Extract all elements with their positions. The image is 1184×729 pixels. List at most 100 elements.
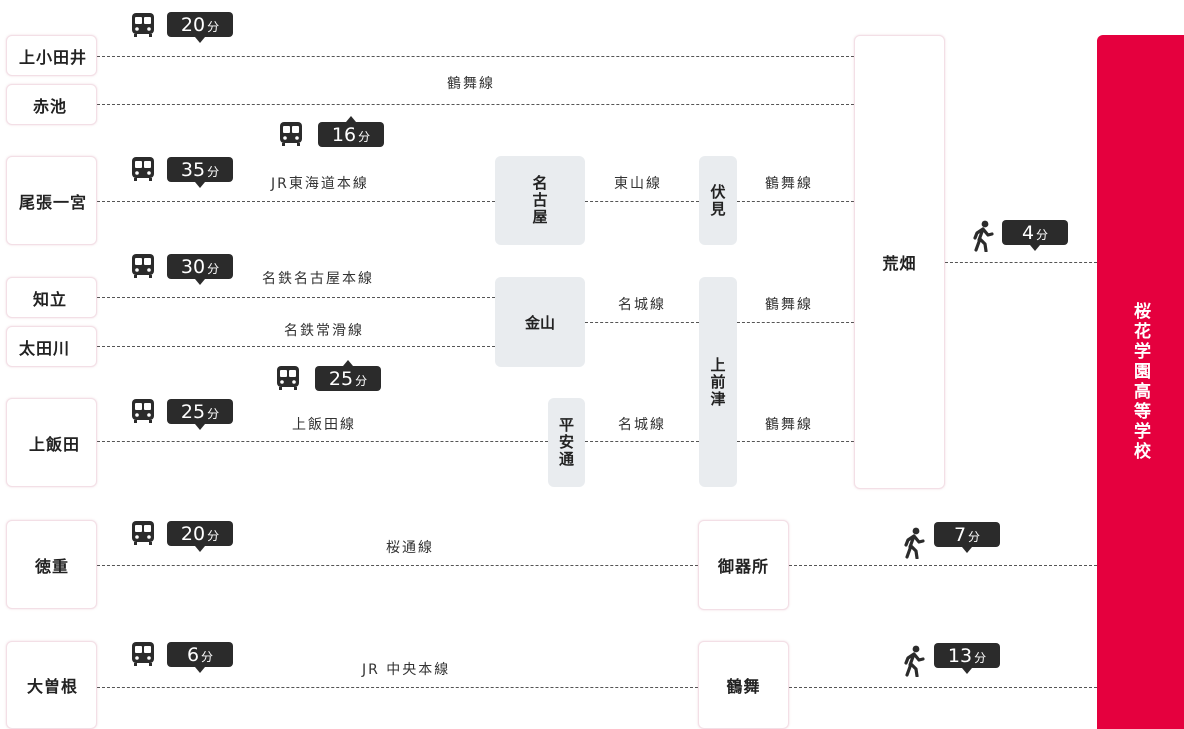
- time-unit: 分: [355, 373, 368, 388]
- time-value: 30: [180, 255, 206, 278]
- route-line-akaike: [97, 104, 854, 105]
- station-ozone: 大曽根: [6, 641, 97, 729]
- line-label-jr-tokaido: JR東海道本線: [271, 176, 369, 192]
- station-kamimaezu: 上前津: [699, 277, 737, 487]
- station-tokushige: 徳重: [6, 520, 97, 609]
- line-label-meitetsu-tokoname: 名鉄常滑線: [284, 323, 364, 339]
- walking-person-icon: [973, 220, 994, 252]
- station-label: 名古屋: [530, 175, 549, 226]
- time-unit: 分: [968, 529, 981, 544]
- walking-person-icon: [904, 645, 925, 677]
- train-icon: [132, 642, 154, 666]
- line-label-sakuradori: 桜通線: [386, 540, 434, 556]
- train-icon: [132, 254, 154, 278]
- line-label-tsurumai: 鶴舞線: [765, 176, 813, 192]
- route-line-tsurumai-school: [789, 687, 1097, 688]
- time-value: 13: [947, 644, 973, 667]
- route-line-chiryu: [97, 297, 495, 298]
- line-label-meijo: 名城線: [618, 417, 666, 433]
- station-label: 上飯田: [29, 434, 81, 454]
- time-value: 25: [328, 367, 354, 390]
- time-value: 20: [180, 522, 206, 545]
- route-line-kamimaezu-arahata-1: [737, 322, 854, 323]
- station-label: 金山: [524, 313, 555, 332]
- train-icon: [132, 399, 154, 423]
- station-akaike: 赤池: [6, 84, 97, 125]
- time-value: 35: [180, 158, 206, 181]
- line-label-kamiiida: 上飯田線: [292, 417, 356, 433]
- station-label: 徳重: [35, 556, 70, 576]
- station-gokisho: 御器所: [698, 520, 789, 610]
- route-line-ozone: [97, 687, 698, 688]
- walking-person-icon: [904, 527, 925, 559]
- route-line-kamimaezu-arahata-2: [737, 441, 854, 442]
- time-unit: 分: [1036, 227, 1049, 242]
- station-chiryu: 知立: [6, 277, 97, 318]
- station-label: 知立: [33, 289, 68, 309]
- route-line-gokisho-school: [789, 565, 1097, 566]
- time-value: 25: [180, 400, 206, 423]
- station-kanayama: 金山: [495, 277, 585, 367]
- station-label: 荒畑: [882, 254, 917, 273]
- time-unit: 分: [201, 649, 214, 664]
- station-label: 上小田井: [19, 47, 88, 67]
- train-icon: [132, 13, 154, 37]
- route-line-owari-nagoya: [97, 201, 495, 202]
- station-kamiotai: 上小田井: [6, 35, 97, 76]
- route-line-heiando-kamimaezu: [585, 441, 699, 442]
- line-label-meijo: 名城線: [618, 297, 666, 313]
- station-label: 尾張一宮: [19, 192, 88, 212]
- time-unit: 分: [207, 528, 220, 543]
- time-unit: 分: [358, 129, 371, 144]
- school-destination: 桜花学園高等学校: [1097, 35, 1184, 729]
- station-heiando: 平安通: [548, 398, 585, 487]
- route-line-kamiiida: [97, 441, 548, 442]
- line-label-tsurumai: 鶴舞線: [765, 297, 813, 313]
- line-label-tsurumai: 鶴舞線: [765, 417, 813, 433]
- line-label-higashiyama: 東山線: [614, 176, 662, 192]
- station-label: 鶴舞: [726, 677, 761, 696]
- school-name: 桜花学園高等学校: [1130, 302, 1150, 462]
- train-icon: [277, 366, 299, 390]
- station-label: 伏見: [708, 183, 727, 218]
- time-value: 4: [1021, 221, 1035, 244]
- route-line-fushimi-arahata: [737, 201, 854, 202]
- route-line-tokushige: [97, 565, 698, 566]
- train-icon: [132, 157, 154, 181]
- station-otagawa: 太田川: [6, 326, 97, 367]
- route-line-nagoya-fushimi: [585, 201, 699, 202]
- route-line-otagawa: [97, 346, 495, 347]
- time-unit: 分: [207, 261, 220, 276]
- route-line-kamiotai: [97, 56, 854, 57]
- route-line-arahata-school: [945, 262, 1097, 263]
- line-label-meitetsu-nagoya: 名鉄名古屋本線: [262, 271, 374, 287]
- station-tsurumai: 鶴舞: [698, 641, 789, 729]
- station-label: 赤池: [33, 96, 68, 116]
- time-unit: 分: [207, 406, 220, 421]
- time-value: 6: [186, 643, 200, 666]
- station-label: 平安通: [557, 417, 575, 468]
- route-line-kanayama-kamimaezu: [585, 322, 699, 323]
- station-label: 大曽根: [27, 677, 79, 696]
- time-unit: 分: [974, 650, 987, 665]
- train-icon: [280, 122, 302, 146]
- station-arahata: 荒畑: [854, 35, 945, 489]
- station-label: 太田川: [19, 338, 71, 358]
- line-label-jr-chuo: JR 中央本線: [362, 662, 451, 678]
- time-value: 7: [953, 523, 967, 546]
- time-value: 20: [180, 13, 206, 36]
- station-nagoya: 名古屋: [495, 156, 585, 245]
- time-value: 16: [331, 123, 357, 146]
- train-icon: [132, 521, 154, 545]
- station-label: 御器所: [717, 557, 769, 576]
